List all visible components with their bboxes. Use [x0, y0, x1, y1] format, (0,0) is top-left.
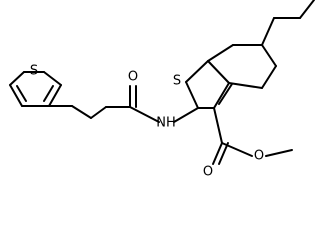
- bond-c6-c5: [261, 44, 277, 67]
- amide-nh-label: NH: [156, 116, 176, 131]
- benzothiophene-sulfur-label: S: [173, 74, 181, 89]
- thiophene-sulfur-label: S: [30, 64, 38, 79]
- bond-carbonyl-n: [129, 106, 160, 123]
- bond-c4-c3a: [228, 82, 263, 89]
- bond-o-methyl: [265, 149, 293, 157]
- tetrahydrobenzothiophene-core: [185, 0, 315, 109]
- double-bond-inner-2: [16, 85, 27, 102]
- amide-oxygen-label: O: [128, 70, 138, 85]
- bond-c7a-c3a: [207, 60, 230, 84]
- bond-c5-c4: [261, 65, 277, 89]
- structure-canvas: S S O NH O O: [9, 0, 315, 180]
- bond-s1-c2: [43, 71, 62, 86]
- bond-c2-s: [185, 81, 199, 109]
- bond-c3-ester-carbon: [213, 107, 223, 144]
- bond-ester-carbonyl: [212, 142, 223, 165]
- bond-c4-c5: [9, 84, 23, 107]
- bond-c3a-c3: [213, 82, 230, 109]
- methyl-terminal-bond: [299, 0, 315, 19]
- bond-s-c7a: [185, 60, 209, 83]
- ester-carbonyl-double-line: [218, 142, 229, 165]
- bond-c2-c3: [48, 84, 62, 107]
- bond-n-ring: [173, 107, 199, 123]
- bond-carbonyl-c: [90, 106, 107, 119]
- thiophene-ring: [9, 71, 62, 107]
- bond-ester-ether-o: [221, 142, 253, 157]
- molecule-drawing: S S O NH O O: [9, 0, 315, 180]
- double-bond-inner-1: [43, 85, 54, 102]
- core-double-bond-inner: [218, 83, 233, 105]
- acetamide-linker: [48, 85, 199, 123]
- ester-ether-oxygen-label: O: [254, 149, 264, 164]
- bond-c6-methyl: [261, 17, 275, 46]
- methyl-ester: [212, 107, 293, 165]
- bond-ch2-carbonyl: [71, 105, 92, 119]
- bond-c7a-c7: [207, 44, 234, 62]
- bond-c5-c1: [9, 71, 25, 86]
- ester-carbonyl-oxygen-label: O: [203, 165, 213, 180]
